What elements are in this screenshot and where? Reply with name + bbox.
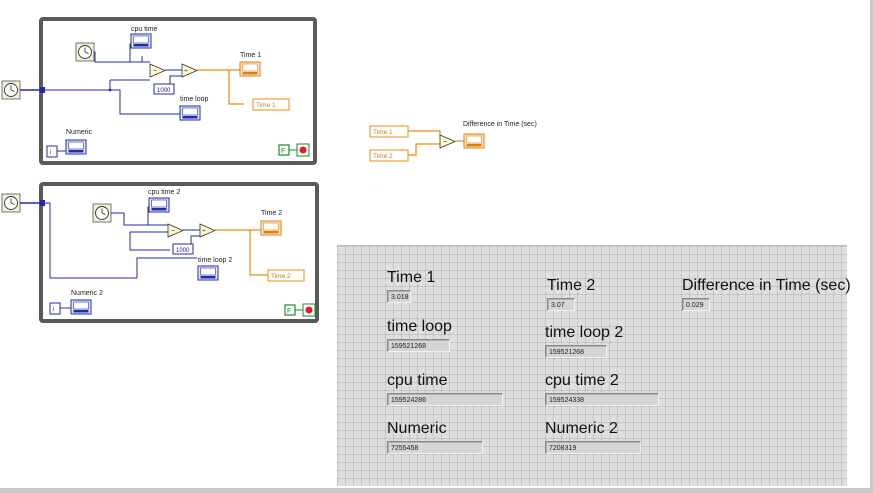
cpu-time-2-label: cpu time 2 (545, 372, 619, 389)
svg-text:−: − (153, 68, 157, 75)
cpu-time-2-value[interactable]: 159524338 (545, 393, 659, 406)
difference-value[interactable]: 0.029 (682, 298, 710, 311)
time2-local-variable[interactable]: Time 2 (267, 269, 305, 282)
cpu-time-indicator: cpu time 159524286 (387, 372, 503, 406)
time2-indicator: Time 2 3.07 (547, 277, 595, 311)
divide-node[interactable]: ÷ (181, 63, 199, 78)
time-loop-2-indicator: time loop 2 159521268 (545, 324, 623, 358)
time-loop-label: time loop (180, 96, 209, 103)
window-right-border (870, 0, 873, 493)
svg-text:F: F (287, 308, 291, 315)
stop-condition-2[interactable]: F (284, 303, 316, 317)
numeric-indicator: Numeric 7255458 (387, 420, 483, 454)
iteration-terminal-2[interactable] (49, 302, 61, 315)
cpu-time-2-terminal[interactable] (148, 197, 170, 213)
numeric-2-value[interactable]: 7208319 (545, 441, 641, 454)
cpu-time-2-label: cpu time 2 (148, 189, 180, 196)
difference-label: Difference in Time (sec) (463, 121, 537, 128)
svg-text:F: F (281, 148, 285, 155)
tick-count-icon-2[interactable] (1, 193, 21, 213)
difference-terminal[interactable] (463, 133, 485, 149)
subtract-node[interactable]: − (149, 63, 167, 78)
time-loop-2-label: time loop 2 (545, 324, 624, 341)
numeric-2-label: Numeric 2 (71, 290, 103, 297)
difference-subtract[interactable]: − (439, 134, 457, 149)
front-panel: Time 1 3.018 Time 2 3.07 Difference in T… (337, 245, 851, 486)
time1-local-variable[interactable]: Time 1 (252, 98, 290, 111)
difference-indicator: Difference in Time (sec) 0.029 (682, 277, 851, 311)
svg-text:i: i (50, 150, 51, 156)
time-loop-indicator: time loop 159521268 (387, 318, 452, 352)
numeric-2-indicator: Numeric 2 7208319 (545, 420, 641, 454)
subtract-node-2[interactable]: − (167, 223, 185, 238)
numeric-value[interactable]: 7255458 (387, 441, 483, 454)
time-loop-2-label: time loop 2 (198, 257, 232, 264)
time1-indicator: Time 1 3.018 (387, 269, 435, 303)
svg-text:i: i (53, 307, 54, 313)
cpu-time-2-indicator: cpu time 2 159524338 (545, 372, 659, 406)
numeric-label: Numeric (66, 129, 93, 136)
window-bottom-border (0, 488, 873, 493)
time-loop-label: time loop (387, 318, 452, 335)
time2-read-local[interactable]: Time 2 (369, 149, 409, 162)
numeric-2-label: Numeric 2 (545, 420, 618, 437)
numeric-label: Numeric (387, 420, 447, 437)
svg-text:1000: 1000 (157, 88, 171, 94)
cpu-time-label: cpu time (387, 372, 448, 389)
time1-label: Time 1 (240, 52, 261, 59)
difference-label: Difference in Time (sec) (682, 277, 851, 294)
constant-1000-2[interactable] (172, 243, 194, 255)
iteration-terminal[interactable] (46, 145, 58, 158)
tick-count-inner-icon[interactable] (75, 42, 95, 62)
difference-section[interactable]: Time 1 Time 2 − Difference in Time (sec) (369, 121, 537, 162)
cpu-time-label: cpu time (131, 26, 158, 33)
svg-text:Time 1: Time 1 (256, 102, 276, 109)
tick-count-icon[interactable] (1, 80, 21, 100)
svg-text:÷: ÷ (184, 68, 188, 75)
constant-1000[interactable] (153, 83, 175, 95)
time2-value[interactable]: 3.07 (547, 298, 575, 311)
time1-read-local[interactable]: Time 1 (369, 125, 409, 138)
while-loop-1[interactable]: cpu time − ÷ 1000 Time 1 Time 1 time loo… (1, 17, 317, 165)
svg-text:−: − (171, 228, 175, 235)
svg-text:Time 2: Time 2 (271, 273, 291, 280)
time2-terminal[interactable] (260, 220, 282, 236)
stop-condition[interactable]: F (278, 143, 310, 157)
divide-node-2[interactable]: ÷ (199, 223, 217, 238)
time-loop-2-value[interactable]: 159521268 (545, 345, 607, 358)
time-loop-value[interactable]: 159521268 (387, 339, 450, 352)
time2-label: Time 2 (547, 277, 596, 294)
numeric-2-terminal[interactable] (70, 299, 92, 315)
time1-terminal[interactable] (239, 61, 261, 77)
time1-value[interactable]: 3.018 (387, 290, 411, 303)
cpu-time-terminal[interactable] (130, 33, 152, 49)
svg-text:Time 1: Time 1 (373, 129, 393, 136)
tick-count-inner-icon-2[interactable] (92, 203, 112, 223)
numeric-terminal[interactable] (65, 139, 87, 155)
cpu-time-value[interactable]: 159524286 (387, 393, 503, 406)
svg-text:÷: ÷ (202, 228, 206, 235)
time1-label: Time 1 (387, 269, 436, 286)
time-loop-2-terminal[interactable] (197, 265, 219, 281)
svg-text:Time 2: Time 2 (373, 153, 393, 160)
time-loop-terminal[interactable] (179, 105, 201, 121)
while-loop-2[interactable]: cpu time 2 − ÷ 1000 Time 2 Time 2 time l… (1, 182, 319, 323)
time2-label: Time 2 (261, 210, 282, 217)
svg-text:−: − (443, 139, 447, 146)
svg-text:1000: 1000 (176, 248, 190, 254)
